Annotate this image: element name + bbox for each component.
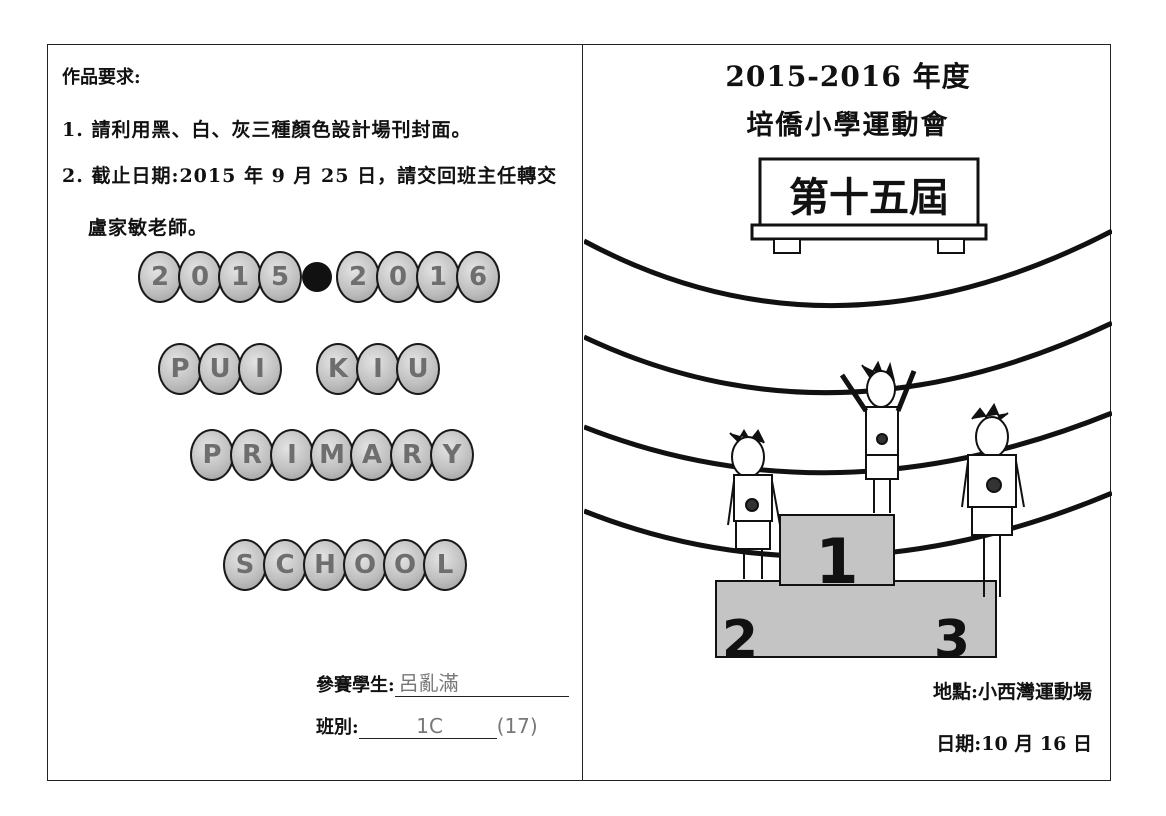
worksheet: 作品要求: 1. 請利用黑、白、灰三種顏色設計場刊封面。 2. 截止日期:201… bbox=[47, 44, 1112, 781]
class-value: 1C bbox=[358, 714, 497, 739]
cover-venue: 地點:小西灣運動場 bbox=[932, 681, 1092, 703]
bubble-letter: M bbox=[310, 429, 354, 481]
cover-year: 2015-2016 年度 bbox=[725, 60, 971, 93]
bubble-letter: P bbox=[190, 429, 234, 481]
podium-second-number: 2 bbox=[722, 610, 758, 670]
bubble-letter: 0 bbox=[376, 251, 420, 303]
bubble-letter: O bbox=[383, 539, 427, 591]
bubble-letter: A bbox=[350, 429, 394, 481]
student-name-value: 呂亂滿 bbox=[394, 667, 569, 697]
bubble-letter: O bbox=[343, 539, 387, 591]
cover-date: 日期:10 月 16 日 bbox=[936, 733, 1092, 755]
bubble-letter: Y bbox=[430, 429, 474, 481]
bubble-letter: 2 bbox=[138, 251, 182, 303]
bubble-letter: I bbox=[356, 343, 400, 395]
bubble-letter: R bbox=[390, 429, 434, 481]
track-lane-2 bbox=[584, 320, 1112, 396]
class-field: 班別:1C(17) bbox=[316, 713, 538, 739]
bubble-letter: P bbox=[158, 343, 202, 395]
student-label: 參賽學生: bbox=[316, 675, 395, 696]
bubble-letter: H bbox=[303, 539, 347, 591]
bubble-letter: I bbox=[238, 343, 282, 395]
bubble-letter: 5 bbox=[258, 251, 302, 303]
athlete-third bbox=[961, 402, 1025, 597]
bubble-letter: L bbox=[423, 539, 467, 591]
bubble-letter: U bbox=[198, 343, 242, 395]
bubble-letter: U bbox=[396, 343, 440, 395]
edition-banner: 第十五屆 bbox=[750, 157, 988, 254]
bubble-letter: S bbox=[223, 539, 267, 591]
podium: 1 2 3 bbox=[715, 514, 997, 670]
cover-school-title: 培僑小學運動會 bbox=[746, 110, 950, 141]
class-number-value: (17) bbox=[496, 714, 538, 738]
requirement-2: 2. 截止日期:2015 年 9 月 25 日，請交回班主任轉交 bbox=[62, 165, 558, 187]
track-lane-3 bbox=[584, 410, 1112, 476]
cover-panel: 第十五屆 1 2 3 bbox=[584, 45, 1112, 780]
student-field: 參賽學生:呂亂滿 bbox=[316, 667, 569, 697]
track-lane-1 bbox=[584, 228, 1112, 308]
bubble-letter: 6 bbox=[456, 251, 500, 303]
bubble-letter: R bbox=[230, 429, 274, 481]
podium-third-number: 3 bbox=[934, 610, 970, 670]
bubble-letter: 0 bbox=[178, 251, 222, 303]
panel-divider bbox=[582, 45, 583, 780]
bubble-letter: C bbox=[263, 539, 307, 591]
podium-first-number: 1 bbox=[815, 525, 858, 598]
requirements-title: 作品要求: bbox=[62, 67, 141, 88]
left-panel: 作品要求: 1. 請利用黑、白、灰三種顏色設計場刊封面。 2. 截止日期:201… bbox=[48, 45, 582, 780]
bubble-dot bbox=[302, 262, 332, 292]
bubble-letter: 1 bbox=[416, 251, 460, 303]
bubble-letter: I bbox=[270, 429, 314, 481]
athlete-second bbox=[727, 429, 781, 579]
bubble-letter: 2 bbox=[336, 251, 380, 303]
class-label: 班別: bbox=[316, 717, 359, 738]
requirement-1: 1. 請利用黑、白、灰三種顏色設計場刊封面。 bbox=[62, 119, 472, 141]
podium-illustration: 第十五屆 1 2 3 bbox=[584, 157, 1112, 670]
edition-text: 第十五屆 bbox=[789, 174, 949, 221]
bubble-letter: 1 bbox=[218, 251, 262, 303]
bubble-letter: K bbox=[316, 343, 360, 395]
requirement-2-continued: 盧家敏老師。 bbox=[88, 217, 209, 239]
athlete-first bbox=[839, 360, 917, 513]
